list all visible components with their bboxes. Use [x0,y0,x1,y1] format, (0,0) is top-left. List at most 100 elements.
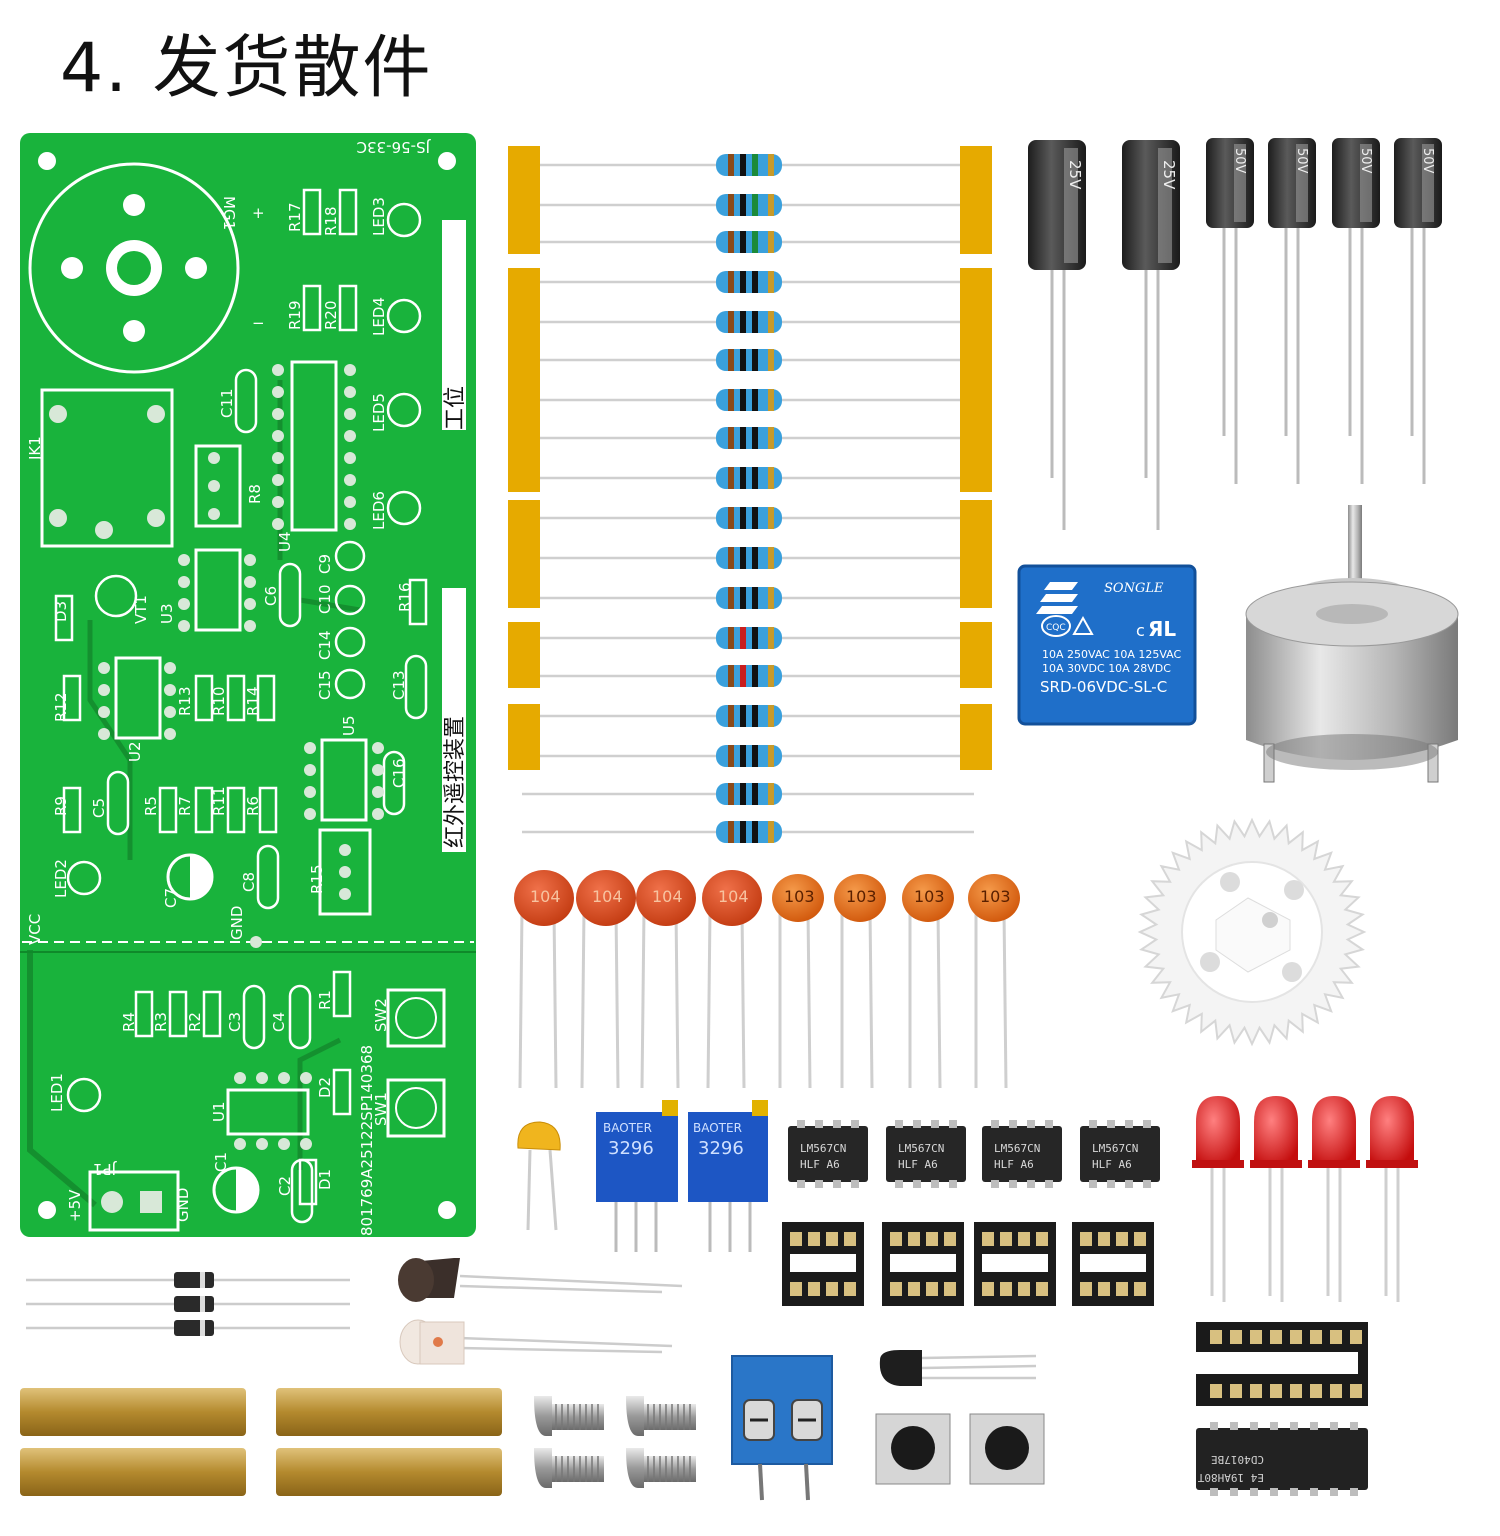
pcb-ref-c16: C16 [390,758,408,788]
pcb-ref-d3: D3 [52,601,70,622]
cap-50v-label: 50V [1294,148,1309,174]
page-title: 4. 发货散件 [60,29,433,108]
board-vertical-label: 红外遥控装置 [443,716,468,848]
svg-text:−: − [252,314,265,332]
pcb-ref-r7: R7 [176,796,194,816]
cap-50v-label: 50V [1420,148,1435,174]
resistor [540,627,960,649]
station-label: 工位 [443,386,468,430]
resistor [540,705,960,727]
ic-socket-8pin [782,1222,864,1306]
cd4017-label: CD4017BE [1211,1453,1264,1466]
lm567-sub: HLF A6 [1092,1158,1132,1171]
svg-text:ЯL: ЯL [1148,617,1176,641]
ceramic-label: 103 [784,887,815,906]
resistor [540,271,960,293]
brass-standoffs [20,1388,502,1496]
relay-rating-2: 10A 30VDC 10A 28VDC [1042,662,1171,675]
lm567-label: LM567CN [800,1142,846,1155]
red-led [1366,1096,1418,1302]
board-code: JS-56-33C [357,138,431,156]
pcb-ref-c2: C2 [276,1176,294,1196]
small-yellow-capacitor [517,1121,561,1231]
pcb-ref-r11: R11 [210,786,228,816]
relay-brand: SONGLE [1104,581,1164,596]
label-mg1: MG1 [220,196,238,230]
cap-50v-label: 50V [1232,148,1247,174]
resistor [540,547,960,569]
ic-socket-8pin [974,1222,1056,1306]
pcb-ref-sw1: SW1 [372,1092,390,1126]
pcb-ref-r3: R3 [152,1012,170,1032]
pcb-ref-c4: C4 [270,1012,288,1032]
pcb-ref-r18: R18 [322,206,340,236]
pcb-ref-led1: LED1 [48,1073,66,1112]
pcb-ref-c10: C10 [316,584,334,614]
red-leds [1192,1096,1418,1302]
resistor [540,467,960,489]
terminal-block [731,1355,833,1501]
resistor [540,507,960,529]
board-serial: 801769A25122SP140368 [358,1045,376,1236]
pot-model-2: 3296 [698,1138,744,1159]
dc-motor [1245,505,1459,783]
electrolytic-capacitor-50v: 50V [1206,138,1254,484]
cap-25v-label-2: 25V [1160,160,1178,190]
pot-brand: BAOTER [603,1121,652,1135]
pcb-ref-c15: C15 [316,670,334,700]
pcb-ref-r1: R1 [316,990,334,1010]
resistor [540,745,960,767]
ceramic-cap-103: 103 [902,874,954,1089]
ceramic-cap-104: 104 [702,870,762,1089]
pcb-ref-r10: R10 [210,686,228,716]
resistor [522,783,974,805]
svg-text:c: c [1136,621,1145,640]
lm567-sub: HLF A6 [800,1158,840,1171]
resistor [540,587,960,609]
lm567-ic: LM567CN HLF A6 [982,1120,1062,1188]
lm567-sub: HLF A6 [898,1158,938,1171]
pcb-ref-r20: R20 [322,300,340,330]
cd4017-ic: CD4017BE E4 19AH80T [1196,1422,1368,1496]
resistor [540,349,960,371]
pcb-ref-u1: U1 [210,1101,228,1122]
transistor [879,1350,1037,1386]
relay-model: SRD-06VDC-SL-C [1040,678,1167,696]
lm567-sub: HLF A6 [994,1158,1034,1171]
relay: SONGLE CQC c ЯL 10A 250VAC 10A 125VAC 10… [1017,564,1197,726]
label-jp1: JP1 [93,1160,117,1178]
screws [534,1396,696,1488]
electrolytic-capacitor-50v: 50V [1394,138,1442,484]
ir-leds [398,1258,683,1365]
pcb-ref-led3: LED3 [370,197,388,236]
lm567-label: LM567CN [994,1142,1040,1155]
resistor [540,231,960,253]
pcb-ref-vt1: VT1 [132,595,150,624]
pcb-ref-r6: R6 [244,796,262,816]
pot-brand-2: BAOTER [693,1121,742,1135]
ceramic-label: 104 [718,887,749,906]
screw [534,1448,604,1488]
ceramic-cap-104: 104 [636,870,696,1089]
pcb-ref-r9: R9 [52,796,70,816]
pcb-ref-r16: R16 [396,582,414,612]
pcb-ref-c6: C6 [262,586,280,606]
pcb-ref-r2: R2 [186,1012,204,1032]
net-gnd-jp1: GND [174,1188,192,1222]
ic-socket-16pin [1196,1322,1368,1406]
pcb-ref-c11: C11 [218,388,236,418]
resistor [540,194,960,216]
pcb-ref-r19: R19 [286,300,304,330]
pcb-ref-c3: C3 [226,1012,244,1032]
resistor-strip [508,146,992,843]
pcb-ref-c13: C13 [390,670,408,700]
resistor [540,427,960,449]
pcb-ref-r8: R8 [246,484,264,504]
